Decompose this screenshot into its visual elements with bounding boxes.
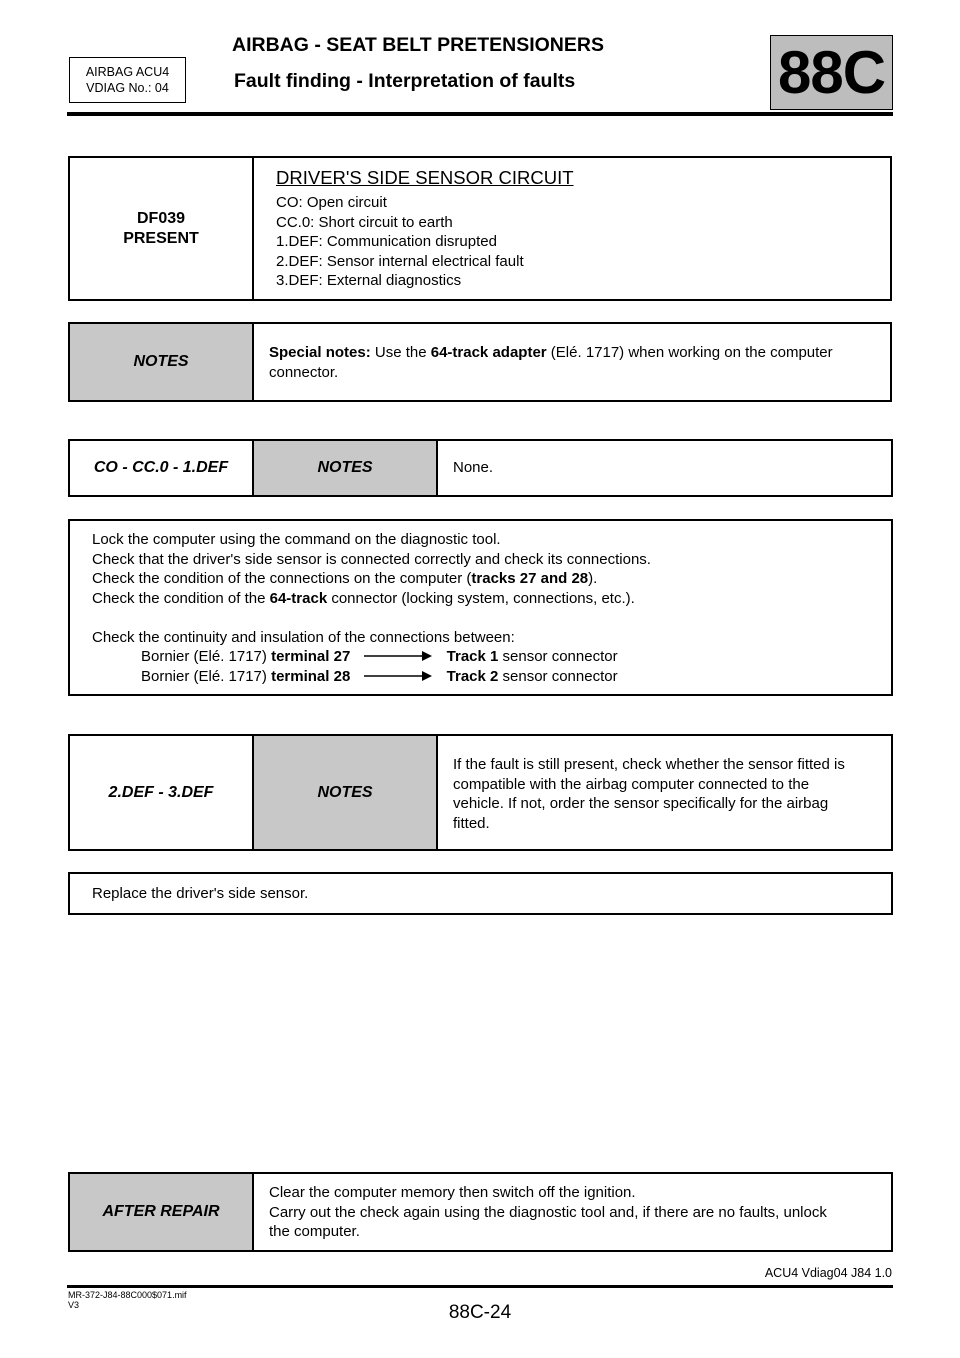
arrow-right-icon <box>364 670 433 681</box>
section-code-box: 88C <box>770 35 893 110</box>
fault-item-list: CO: Open circuit CC.0: Short circuit to … <box>276 193 890 291</box>
arrow-right-icon <box>364 651 433 662</box>
procedure-line: Check the condition of the 64-track conn… <box>92 589 891 609</box>
procedure-bold-text: tracks 27 and 28 <box>471 570 589 587</box>
procedure-line: Check the continuity and insulation of t… <box>92 628 515 646</box>
notes-bold-prefix: Special notes: <box>269 344 371 361</box>
fault-item: CO: Open circuit <box>276 194 387 211</box>
notes-text-cell: Special notes: Use the 64-track adapter … <box>254 324 890 400</box>
notes-line-2: connector. <box>269 363 339 381</box>
condition-label: 2.DEF - 3.DEF <box>108 783 214 801</box>
notes-text-2: (Elé. 1717) when working on the computer <box>546 344 833 361</box>
after-repair-label-cell: AFTER REPAIR <box>70 1174 254 1250</box>
notes-label: NOTES <box>133 353 189 370</box>
file-ref-version: V3 <box>68 1300 80 1310</box>
procedure-bold-text: 64-track <box>269 589 328 607</box>
condition-notes-label: NOTES <box>317 459 373 476</box>
footer-rule <box>67 1285 893 1288</box>
procedure-line: Lock the computer using the command on t… <box>92 531 501 548</box>
vdiag-badge: AIRBAG ACU4 VDIAG No.: 04 <box>69 57 186 103</box>
condition-notes-text-cell: If the fault is still present, check whe… <box>438 736 891 849</box>
connection-row: Bornier (Elé. 1717) terminal 27 Track 1 … <box>92 647 891 667</box>
condition-notes-line: compatible with the airbag computer conn… <box>453 775 810 793</box>
fault-item: CC.0: Short circuit to earth <box>276 213 453 231</box>
fault-item: 2.DEF: Sensor internal electrical fault <box>276 252 524 270</box>
condition-notes-text: None. <box>453 459 494 477</box>
file-reference: MR-372-J84-88C000$071.mif V3 <box>68 1290 187 1310</box>
notes-line-1: Special notes: Use the 64-track adapter … <box>269 343 890 363</box>
condition-notes-label-cell: NOTES <box>254 441 438 495</box>
condition-label-cell: CO - CC.0 - 1.DEF <box>70 441 254 495</box>
connection-to-track: Track 2 <box>446 667 499 685</box>
fault-title: DRIVER'S SIDE SENSOR CIRCUIT <box>276 167 574 188</box>
fault-code-cell: DF039 PRESENT <box>70 158 254 299</box>
after-repair-line: Carry out the check again using the diag… <box>269 1203 827 1221</box>
connection-to-track: Track 1 <box>446 648 499 665</box>
fault-description-cell: DRIVER'S SIDE SENSOR CIRCUIT CO: Open ci… <box>254 158 890 299</box>
after-repair-box: AFTER REPAIR Clear the computer memory t… <box>68 1172 893 1252</box>
procedure-line: Check the condition of the connections o… <box>92 569 891 589</box>
procedure-line: Check that the driver's side sensor is c… <box>92 550 651 568</box>
page-subtitle: Fault finding - Interpretation of faults <box>234 70 576 92</box>
procedure-text: connector (locking system, connections, … <box>327 589 635 607</box>
procedure-text: Check the condition of the connections o… <box>92 570 472 587</box>
after-repair-line: the computer. <box>269 1223 360 1240</box>
condition-label: CO - CC.0 - 1.DEF <box>93 459 229 476</box>
condition-row-1: CO - CC.0 - 1.DEF NOTES None. <box>68 439 893 497</box>
connection-to: sensor connector <box>498 667 618 685</box>
condition-notes-line: If the fault is still present, check whe… <box>453 756 845 773</box>
header-rule <box>67 112 893 116</box>
notes-label-cell: NOTES <box>70 324 254 400</box>
condition-notes-line: fitted. <box>453 814 490 832</box>
fault-item: 3.DEF: External diagnostics <box>276 272 462 289</box>
file-ref-name: MR-372-J84-88C000$071.mif <box>68 1290 187 1300</box>
condition-notes-text-cell: None. <box>438 441 891 495</box>
condition-notes-line: vehicle. If not, order the sensor specif… <box>453 795 829 812</box>
version-reference: ACU4 Vdiag04 J84 1.0 <box>764 1266 892 1280</box>
notes-text-1: Use the <box>370 344 431 361</box>
connection-from-terminal: terminal 27 <box>271 648 351 665</box>
section-code: 88C <box>777 39 886 106</box>
after-repair-label: AFTER REPAIR <box>102 1203 220 1220</box>
procedure-text: Check the condition of the <box>92 589 270 607</box>
fault-item: 1.DEF: Communication disrupted <box>276 233 497 250</box>
procedure-text: ). <box>588 570 598 587</box>
condition-notes-label: NOTES <box>317 783 373 801</box>
notes-box: NOTES Special notes: Use the 64-track ad… <box>68 322 892 402</box>
fault-code: DF039 <box>136 209 186 227</box>
connection-from: Bornier (Elé. 1717) <box>141 667 272 685</box>
notes-bold-adapter: 64-track adapter <box>430 344 547 361</box>
fault-status: PRESENT <box>123 229 199 247</box>
procedure-box-2: Replace the driver's side sensor. <box>68 872 893 915</box>
connection-from: Bornier (Elé. 1717) <box>141 648 272 665</box>
procedure-spacer <box>92 608 891 628</box>
condition-row-2: 2.DEF - 3.DEF NOTES If the fault is stil… <box>68 734 893 851</box>
condition-label-cell: 2.DEF - 3.DEF <box>70 736 254 849</box>
after-repair-text-cell: Clear the computer memory then switch of… <box>254 1174 891 1250</box>
badge-line-2: VDIAG No.: 04 <box>86 81 169 95</box>
badge-line-1: AIRBAG ACU4 <box>85 65 170 79</box>
connection-row: Bornier (Elé. 1717) terminal 28 Track 2 … <box>92 667 891 687</box>
connection-to: sensor connector <box>498 648 618 665</box>
page-title: AIRBAG - SEAT BELT PRETENSIONERS <box>232 34 604 56</box>
condition-notes-label-cell: NOTES <box>254 736 438 849</box>
procedure-box-1: Lock the computer using the command on t… <box>68 519 893 696</box>
connection-from-terminal: terminal 28 <box>271 667 351 685</box>
page-number: 88C-24 <box>448 1302 512 1323</box>
procedure-line: Replace the driver's side sensor. <box>92 884 309 902</box>
fault-box: DF039 PRESENT DRIVER'S SIDE SENSOR CIRCU… <box>68 156 892 301</box>
after-repair-line: Clear the computer memory then switch of… <box>269 1184 636 1201</box>
